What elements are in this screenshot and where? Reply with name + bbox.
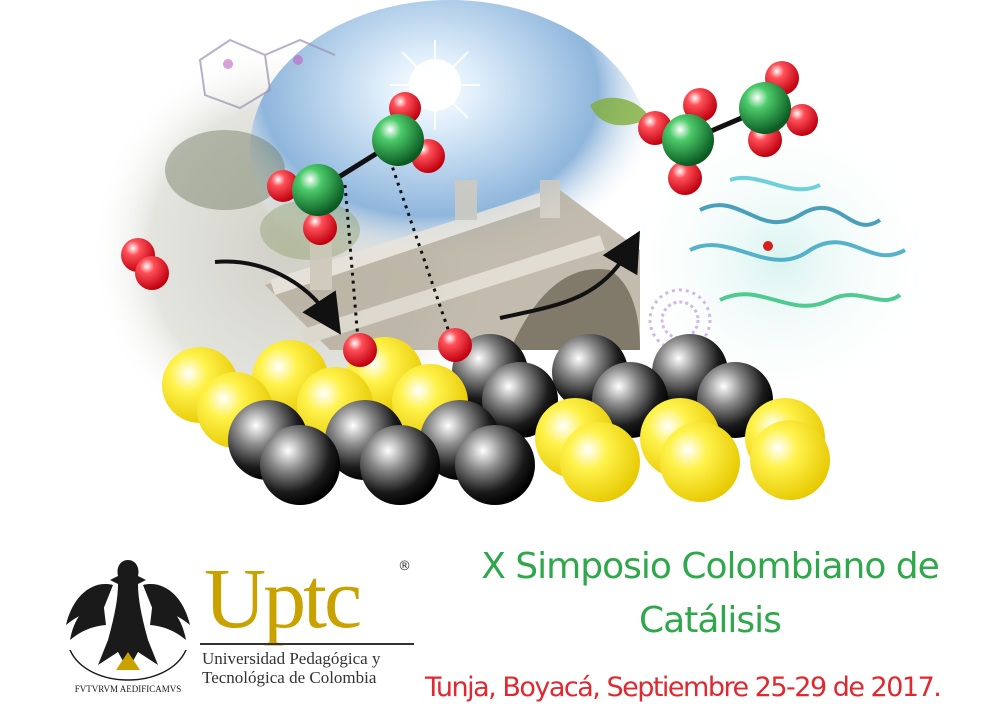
protein-illustration (648, 176, 906, 352)
arrow-out-icon (499, 230, 641, 320)
event-location-dates: Tunja, Boyacá, Septiembre 25-29 de 2017. (425, 672, 942, 703)
catalyst-surface-icon (162, 334, 830, 505)
event-title-line2: Catálisis (639, 600, 782, 641)
crest-motto: FVTVRVM AEDIFICAMVS (75, 684, 182, 694)
registered-mark: ® (398, 559, 411, 574)
uptc-logo: Uptc ® Universidad Pedagógica y Tecnológ… (196, 555, 426, 705)
logo-divider (200, 643, 414, 645)
arrow-in-icon (214, 259, 342, 335)
event-title: X Simposio Colombiano de Catálisis (440, 540, 980, 648)
university-name: Universidad Pedagógica y Tecnológica de … (202, 649, 380, 687)
bridge-illustration (265, 180, 640, 350)
university-name-line1: Universidad Pedagógica y (202, 649, 381, 668)
oxygen-molecule-icon (121, 238, 169, 290)
eagle-crest-icon: FVTVRVM AEDIFICAMVS (66, 560, 190, 694)
product-molecule-icon (638, 61, 818, 195)
event-title-line1: X Simposio Colombiano de (481, 546, 940, 587)
university-name-line2: Tecnológica de Colombia (202, 668, 377, 687)
molecule-icon (267, 92, 445, 245)
adsorbed-atoms (343, 159, 472, 367)
uptc-acronym: Uptc (204, 550, 362, 646)
leaf-illustration (590, 97, 650, 126)
